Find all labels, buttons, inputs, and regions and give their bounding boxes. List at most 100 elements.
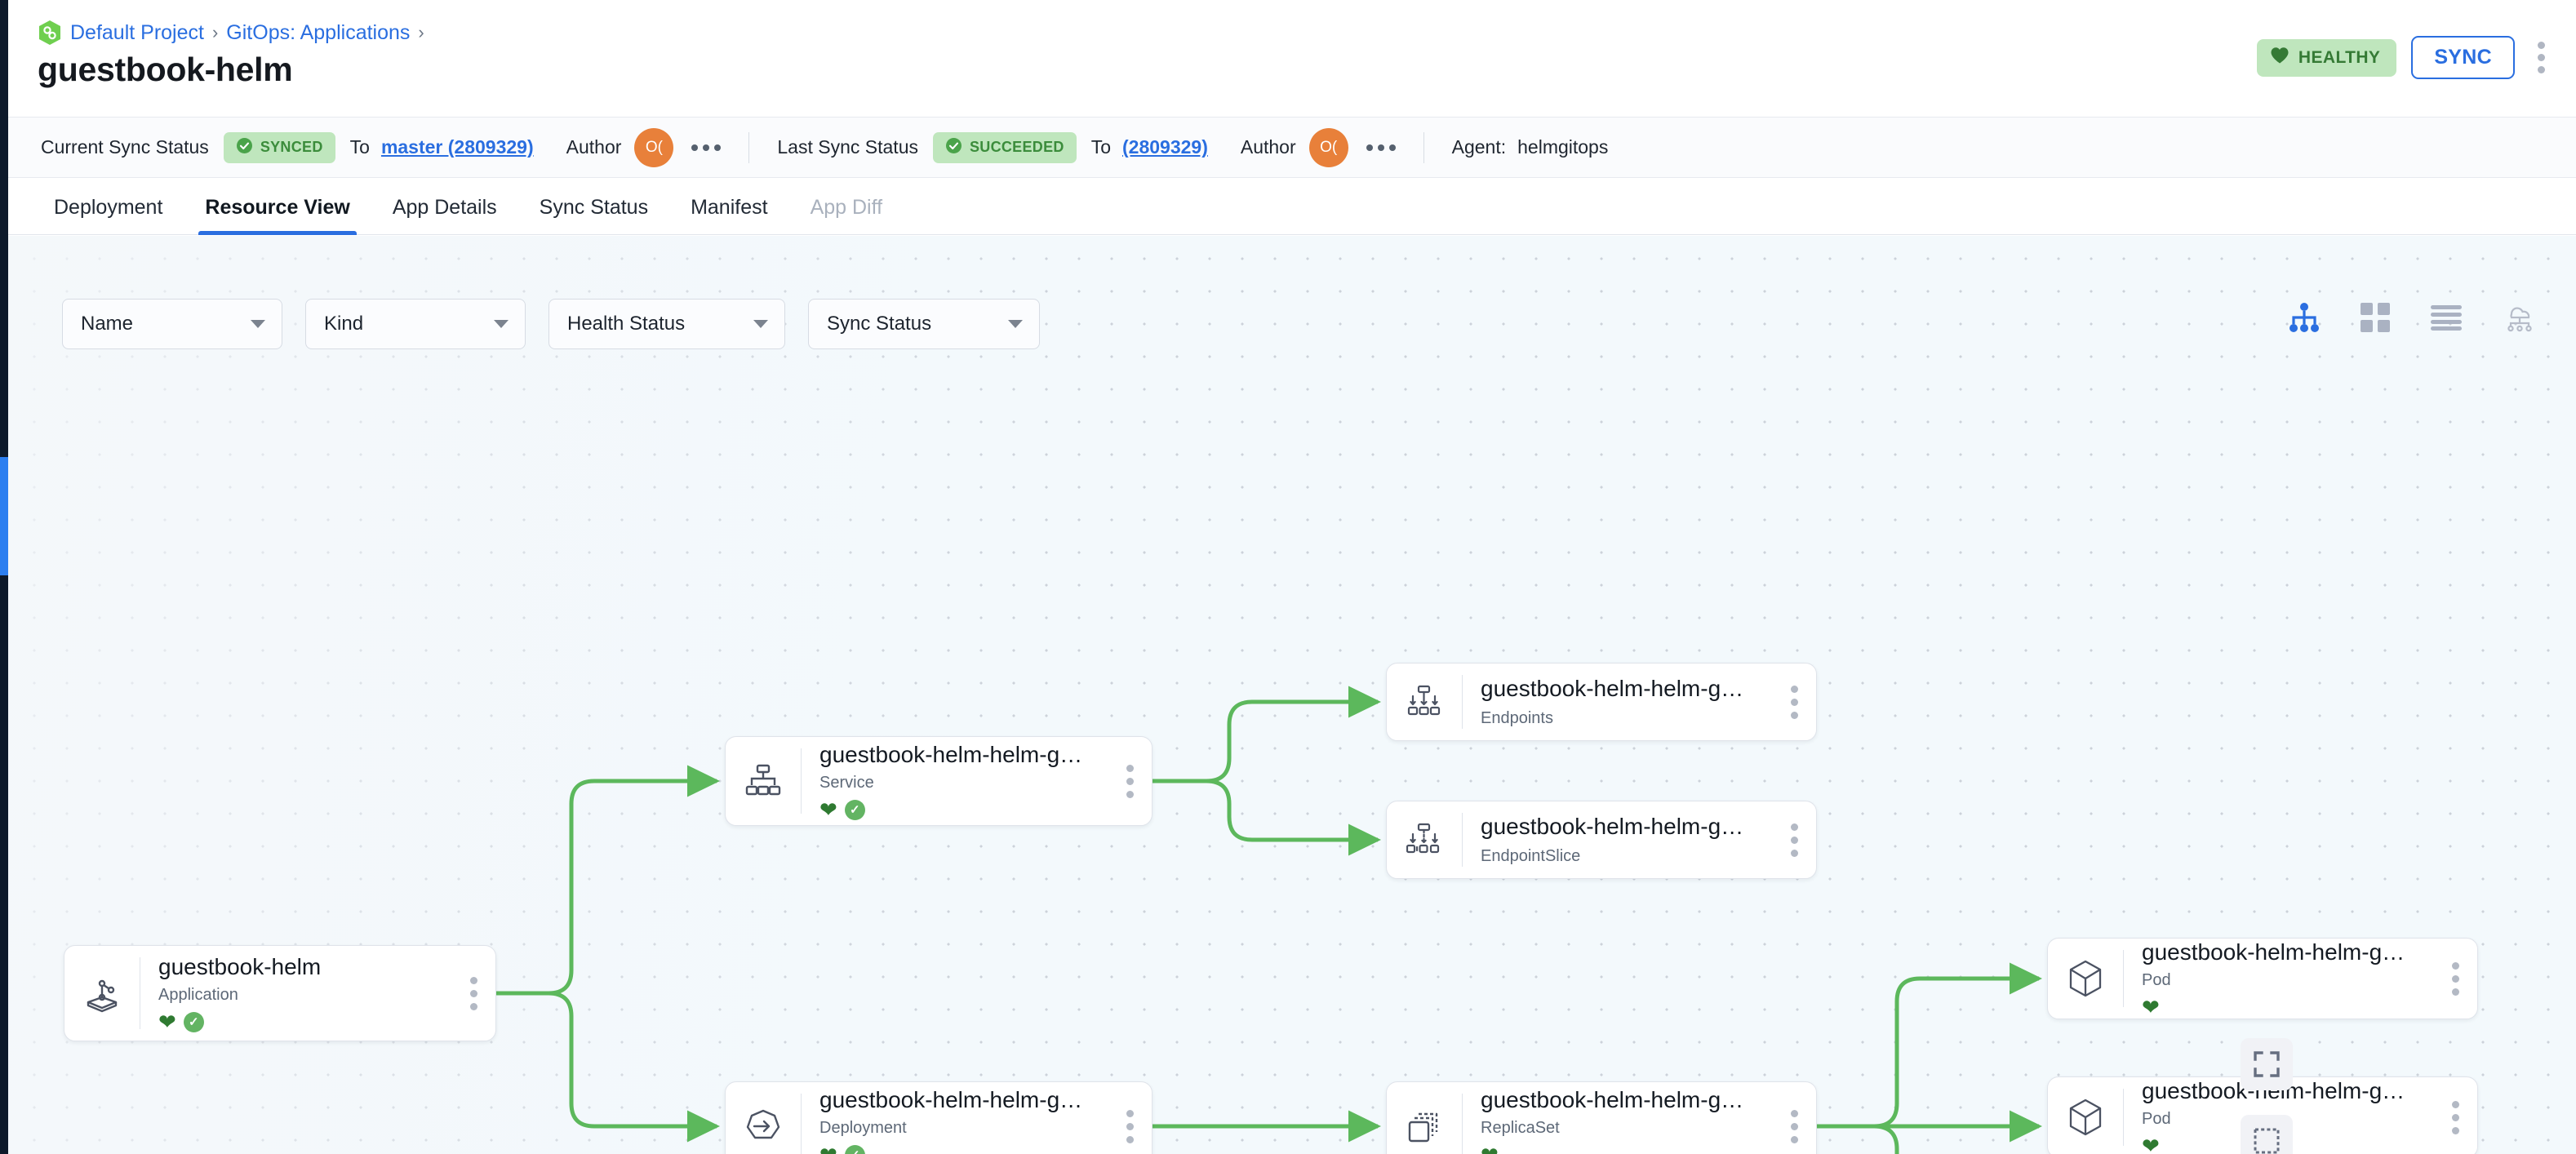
check-circle-icon (236, 137, 253, 158)
kind-filter[interactable]: Kind (305, 299, 526, 349)
current-sync-status-badge: SYNCED (223, 131, 335, 163)
tab-app-diff: App Diff (810, 196, 883, 219)
last-sync-to-label: To (1090, 136, 1111, 158)
node-status: ❤ ✓ (819, 1144, 1099, 1154)
node-kind: Service (819, 774, 874, 792)
current-sync-revision-link[interactable]: master (2809329) (380, 136, 534, 158)
health-heart-icon: ❤ (158, 1010, 176, 1035)
node-body: guestbook-helm-helm-g… EndpointSlice (1463, 814, 1773, 865)
sync-status-bar: Current Sync Status SYNCED To master (28… (8, 117, 2576, 178)
node-body: guestbook-helm-helm-g… ReplicaSet ❤ (1463, 1087, 1773, 1154)
edge-app-service (496, 765, 721, 996)
agent-value: helmgitops (1517, 136, 1609, 158)
node-body: guestbook-helm-helm-g… Endpoints (1463, 676, 1773, 727)
node-kind: Pod (2142, 971, 2171, 990)
status-badge-healthy-label: HEALTHY (2298, 47, 2381, 67)
node-body: guestbook-helm-helm-g… Service ❤ ✓ (802, 742, 1108, 820)
status-badge-healthy: HEALTHY (2256, 38, 2397, 77)
last-sync-revision-link[interactable]: (2809329) (1122, 136, 1208, 158)
graph-node-service[interactable]: guestbook-helm-helm-g… Service ❤ ✓ (725, 736, 1153, 826)
pod-icon (2048, 959, 2123, 998)
node-menu-icon[interactable] (452, 976, 495, 1010)
sync-bar-divider-1 (748, 131, 750, 163)
resource-graph-canvas[interactable]: Name Kind Health Status Sync Status (8, 236, 2576, 1154)
grid-view-icon[interactable] (2361, 303, 2390, 336)
last-sync-status-text: SUCCEEDED (969, 139, 1064, 155)
network-cloud-view-icon[interactable] (2503, 303, 2537, 336)
sync-status-filter[interactable]: Sync Status (808, 299, 1040, 349)
tab-deployment[interactable]: Deployment (54, 196, 163, 219)
tab-resource-view[interactable]: Resource View (184, 196, 371, 235)
last-sync-author-avatar[interactable]: O( (1308, 127, 1348, 167)
graph-node-replicaset[interactable]: guestbook-helm-helm-g… ReplicaSet ❤ (1386, 1081, 1817, 1154)
last-sync-status-label: Last Sync Status (777, 136, 918, 158)
synced-check-icon: ✓ (183, 1011, 204, 1032)
edge-app-deployment (496, 991, 721, 1143)
edge-replicaset-pod3 (1817, 1124, 1899, 1154)
tab-manifest[interactable]: Manifest (691, 196, 768, 219)
chevron-down-icon (1008, 320, 1023, 328)
edge-service-endpointslice (1153, 779, 1382, 856)
node-menu-icon[interactable] (1108, 764, 1152, 798)
node-status: ❤ ✓ (819, 799, 1099, 820)
current-sync-to-label: To (349, 136, 370, 158)
breadcrumb-item-default-project[interactable]: Default Project (70, 20, 204, 44)
breadcrumb: Default Project › GitOps: Applications › (38, 20, 424, 46)
sync-status-filter-label: Sync Status (827, 313, 932, 335)
tab-app-details[interactable]: App Details (392, 196, 497, 219)
current-sync-status-label: Current Sync Status (41, 136, 209, 158)
synced-check-icon: ✓ (844, 1144, 865, 1154)
page-title: guestbook-helm (38, 51, 293, 88)
graph-node-endpoints[interactable]: guestbook-helm-helm-g… Endpoints (1386, 663, 1817, 741)
box-select-icon[interactable] (2241, 1115, 2293, 1154)
node-status: ❤ (1481, 1144, 1763, 1154)
node-menu-icon[interactable] (1773, 685, 1816, 719)
tab-sync-status[interactable]: Sync Status (539, 196, 649, 219)
graph-node-pod-1[interactable]: guestbook-helm-helm-g… Pod ❤ (2047, 938, 2478, 1019)
list-view-icon[interactable] (2431, 304, 2462, 335)
view-mode-toolbar (2289, 303, 2537, 336)
current-sync-more-icon[interactable] (691, 144, 722, 151)
fit-to-screen-icon[interactable] (2241, 1038, 2293, 1090)
node-status: ❤ (2142, 996, 2424, 1018)
node-title: guestbook-helm-helm-g… (1481, 676, 1744, 702)
graph-node-deployment[interactable]: guestbook-helm-helm-g… Deployment ❤ ✓ (725, 1081, 1153, 1154)
tab-bar: Deployment Resource View App Details Syn… (8, 178, 2576, 235)
filter-bar: Name Kind Health Status Sync Status (62, 299, 1040, 349)
node-menu-icon[interactable] (1108, 1109, 1152, 1143)
last-sync-more-icon[interactable] (1366, 144, 1396, 151)
sync-bar-divider-2 (1423, 131, 1424, 163)
node-menu-icon[interactable] (2434, 1100, 2477, 1134)
current-sync-author-avatar[interactable]: O( (634, 127, 674, 167)
node-kind: EndpointSlice (1481, 846, 1581, 865)
header-actions: HEALTHY SYNC (2256, 36, 2553, 79)
node-title: guestbook-helm-helm-g… (819, 1086, 1083, 1112)
name-filter[interactable]: Name (62, 299, 282, 349)
last-sync-status-badge: SUCCEEDED (932, 131, 1077, 163)
node-title: guestbook-helm (158, 953, 322, 979)
node-title: guestbook-helm-helm-g… (1481, 1086, 1744, 1112)
health-heart-icon: ❤ (2142, 1134, 2160, 1154)
breadcrumb-separator-2: › (418, 22, 424, 42)
rail-active-indicator (0, 457, 8, 575)
node-menu-icon[interactable] (2434, 961, 2477, 996)
node-body: guestbook-helm-helm-g… Deployment ❤ ✓ (802, 1087, 1108, 1154)
edge-replicaset-pod1 (1817, 962, 2043, 1129)
graph-node-endpointslice[interactable]: guestbook-helm-helm-g… EndpointSlice (1386, 801, 1817, 879)
endpointslice-icon (1387, 823, 1462, 857)
node-menu-icon[interactable] (1773, 823, 1816, 857)
page-header: Default Project › GitOps: Applications ›… (8, 0, 2576, 117)
edge-service-endpoints (1153, 686, 1382, 783)
node-title: guestbook-helm-helm-g… (1481, 814, 1744, 840)
node-menu-icon[interactable] (1773, 1109, 1816, 1143)
health-status-filter-label: Health Status (567, 313, 686, 335)
sync-button[interactable]: SYNC (2411, 36, 2515, 79)
health-status-filter[interactable]: Health Status (549, 299, 785, 349)
breadcrumb-separator-1: › (211, 22, 219, 42)
header-overflow-menu-icon[interactable] (2529, 37, 2553, 78)
tree-view-icon[interactable] (2289, 303, 2320, 336)
graph-node-application[interactable]: guestbook-helm Application ❤ ✓ (64, 945, 496, 1041)
node-kind: Deployment (819, 1119, 907, 1138)
breadcrumb-item-gitops-applications[interactable]: GitOps: Applications (226, 20, 411, 44)
